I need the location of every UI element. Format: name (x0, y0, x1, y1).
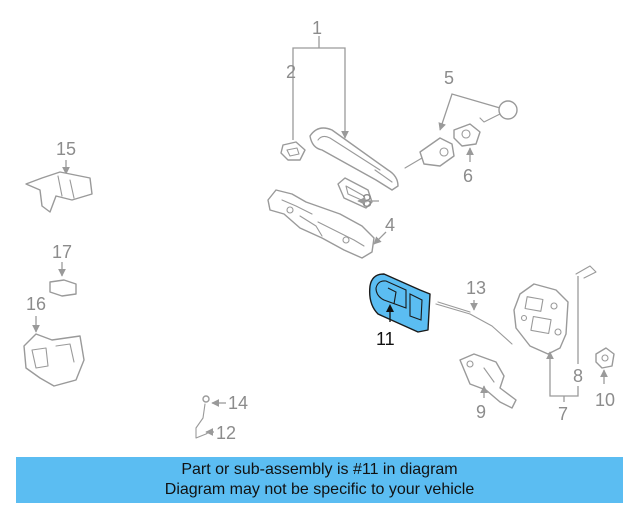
callout-group-13: 13 (466, 278, 486, 311)
bumper-part-10 (595, 347, 615, 369)
callout-group-6: 6 (463, 147, 474, 186)
callout-label-17[interactable]: 17 (52, 242, 72, 262)
callout-label-1[interactable]: 1 (312, 18, 322, 38)
callout-group-11: 11 (376, 304, 395, 349)
callout-group-1: 1 (292, 18, 349, 140)
outside-handle-part-1 (309, 127, 399, 191)
rod-part-8 (575, 265, 597, 364)
callout-label-7[interactable]: 7 (558, 404, 568, 424)
callout-group-7: 7 (546, 351, 579, 424)
door-latch-part-7 (513, 283, 569, 355)
callout-group-16: 16 (26, 294, 46, 333)
handle-frame-part-4 (267, 189, 375, 259)
callout-label-12[interactable]: 12 (216, 423, 236, 443)
info-banner: Part or sub-assembly is #11 in diagram D… (16, 457, 623, 503)
control-rod-part-13 (435, 301, 513, 345)
handle-pad-part-2 (280, 141, 306, 161)
callout-group-3: 3 (357, 191, 379, 211)
banner-line-disclaimer: Diagram may not be specific to your vehi… (164, 481, 475, 498)
cylinder-cap-part-6 (453, 123, 481, 147)
callout-group-12: 12 (205, 423, 236, 443)
callout-label-5[interactable]: 5 (444, 68, 454, 88)
callout-label-9[interactable]: 9 (476, 402, 486, 422)
callout-label-16[interactable]: 16 (26, 294, 46, 314)
lock-cylinder-part-5 (404, 137, 455, 169)
callout-group-15: 15 (56, 139, 76, 175)
rod-part-12 (195, 403, 213, 439)
callout-label-2[interactable]: 2 (286, 62, 296, 82)
callout-group-9: 9 (476, 385, 488, 422)
bracket-part-9 (459, 353, 517, 409)
plug-part-17 (49, 279, 77, 297)
callout-label-13[interactable]: 13 (466, 278, 486, 298)
callout-label-6[interactable]: 6 (463, 166, 473, 186)
callout-label-3[interactable]: 3 (362, 191, 372, 211)
callout-label-11[interactable]: 11 (376, 329, 395, 349)
callout-group-4: 4 (373, 215, 395, 245)
banner-line-part-number: Part or sub-assembly is #11 in diagram (181, 461, 458, 478)
callout-group-2: 2 (286, 62, 296, 82)
highlighted-part-11[interactable] (368, 273, 431, 333)
callout-label-4[interactable]: 4 (385, 215, 395, 235)
callout-label-8[interactable]: 8 (573, 366, 583, 386)
hinge-bracket-part-15 (25, 171, 93, 213)
callout-label-15[interactable]: 15 (56, 139, 76, 159)
callout-group-8: 8 (573, 366, 583, 386)
clip-part-14 (202, 395, 210, 403)
callout-group-5: 5 (438, 68, 501, 131)
callout-group-17: 17 (52, 242, 72, 277)
callout-label-10[interactable]: 10 (595, 390, 615, 410)
callout-label-14[interactable]: 14 (228, 393, 248, 413)
hinge-part-16 (23, 333, 85, 387)
callout-group-10: 10 (595, 369, 615, 410)
callout-group-14: 14 (211, 393, 248, 413)
key-part-5 (479, 100, 518, 123)
parts-diagram: 1 2 3 4 5 (23, 18, 615, 443)
